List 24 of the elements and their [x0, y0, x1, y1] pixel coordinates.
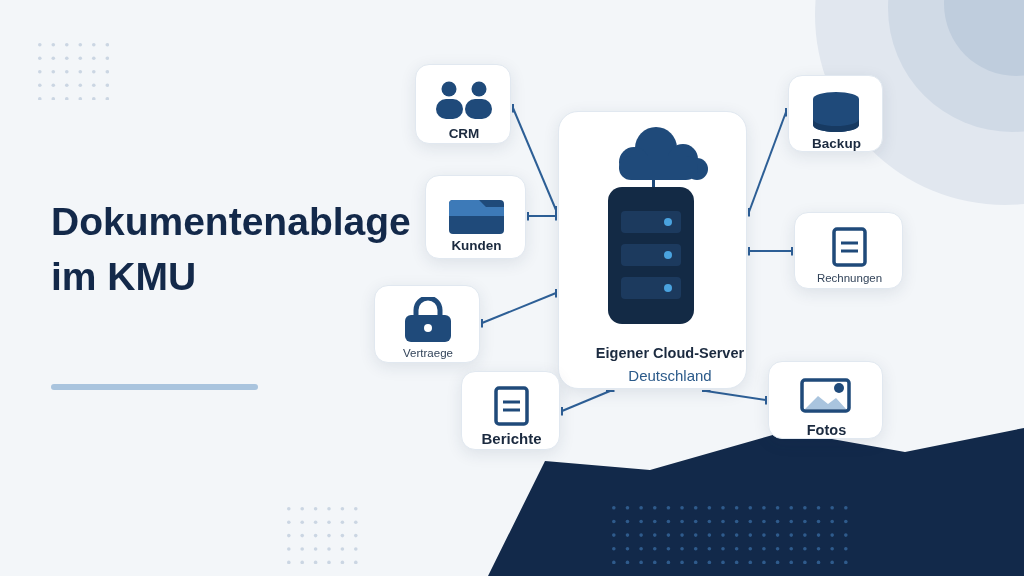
service-card — [415, 64, 511, 144]
server-card — [558, 111, 747, 389]
connector-line — [527, 210, 557, 222]
service-card — [374, 285, 480, 363]
service-card — [788, 75, 883, 152]
node-label: Vertraege — [403, 346, 453, 361]
node-label: CRM — [448, 125, 480, 143]
connector-line — [481, 287, 557, 329]
service-card — [768, 361, 883, 439]
server-name: Eigener Cloud-Server — [595, 344, 745, 363]
page-title: Dokumentenablage im KMU — [51, 199, 412, 300]
connector-line — [561, 390, 616, 417]
connector-line — [700, 390, 767, 406]
node-label: Kunden — [451, 237, 502, 255]
node-label: Backup — [812, 135, 861, 153]
node-label: Berichte — [481, 429, 542, 449]
location-label: Deutschland — [628, 366, 712, 386]
service-card — [794, 212, 903, 289]
service-card — [425, 175, 526, 259]
service-card — [461, 371, 560, 450]
node-label: Rechnungen — [816, 271, 883, 286]
connector-line — [748, 106, 787, 218]
node-label: Fotos — [806, 421, 847, 440]
connector-line — [748, 245, 793, 257]
